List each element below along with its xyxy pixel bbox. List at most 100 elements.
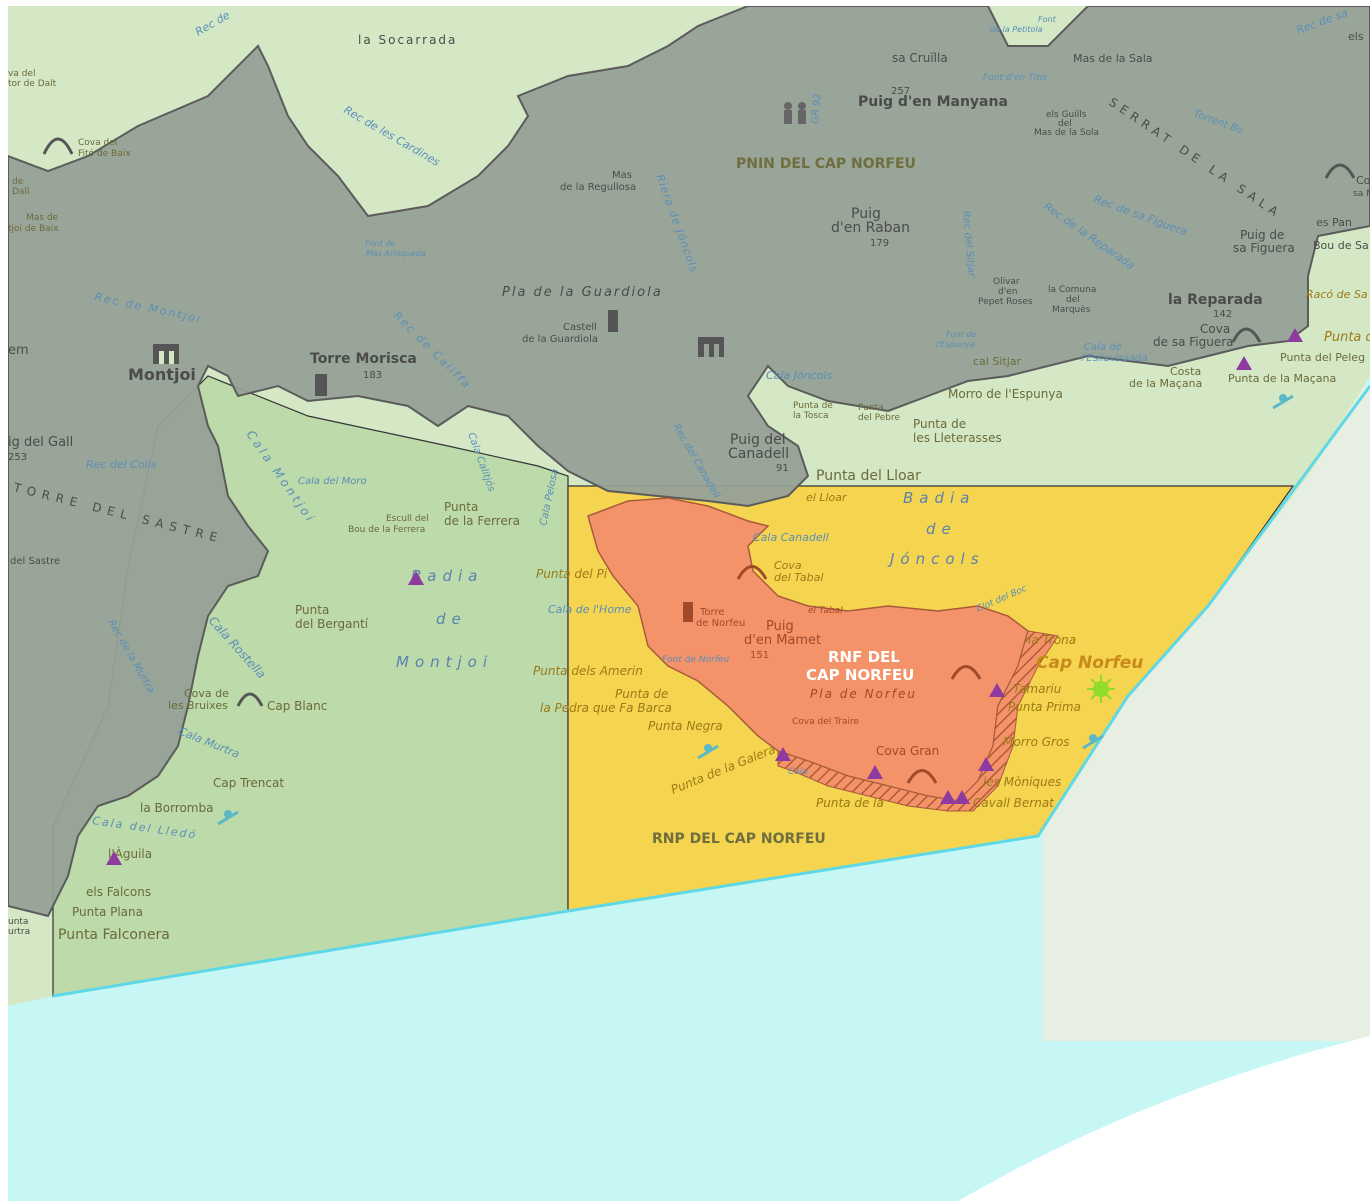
label-pla-norfeu: Pla de Norfeu <box>810 687 917 701</box>
label-font-espunya-1: Font de <box>946 330 976 339</box>
label-cova-figuera-1: Cova <box>1200 322 1230 336</box>
map-canvas[interactable]: PNIN DEL CAP NORFEU RNP DEL CAP NORFEU R… <box>8 6 1370 1201</box>
map-frame: PNIN DEL CAP NORFEU RNP DEL CAP NORFEU R… <box>8 6 1370 1201</box>
label-comuna-2: del <box>1066 295 1080 305</box>
label-mas-sala: Mas de la Sala <box>1073 52 1153 65</box>
label-la-reparada: la Reparada <box>1168 292 1263 308</box>
marker-icon[interactable] <box>1287 328 1303 342</box>
coast-boundary <box>52 385 1370 998</box>
land-lower-right <box>958 1036 1370 1201</box>
label-punta-c: Punta d <box>1324 330 1370 345</box>
marker-icon[interactable] <box>775 747 791 761</box>
label-olivar-1: Olivar <box>993 277 1020 287</box>
marker-icon[interactable] <box>954 790 970 804</box>
label-puig-raban-1: Puig <box>851 206 881 222</box>
marker-icon[interactable] <box>1236 356 1252 370</box>
label-morro-gros: Morro Gros <box>1003 735 1070 749</box>
label-puig-canadell-elev: 91 <box>776 463 789 474</box>
label-badia-montjoi-2: de <box>436 610 467 628</box>
label-laguila: l'Àguila <box>108 846 152 861</box>
cave-icon-fito <box>42 137 74 155</box>
label-cala-canadell: Cala Canadell <box>753 531 829 544</box>
label-puig-raban-2: d'en Raban <box>831 220 910 236</box>
marker-icon[interactable] <box>989 683 1005 697</box>
label-cala-c: Cala <box>788 767 808 777</box>
dive-icon-macana <box>1272 394 1294 410</box>
marker-icon[interactable] <box>978 757 994 771</box>
label-els-guills-3: Mas de la Sola <box>1034 128 1099 138</box>
label-cova-fito-1: Cova del <box>78 138 117 148</box>
label-cova-gran: Cova Gran <box>876 744 939 758</box>
label-punta-plana: Punta Plana <box>72 905 143 919</box>
label-cavall-bernat: Cavall Bernat <box>973 796 1055 810</box>
label-cap-trencat: Cap Trencat <box>213 776 284 790</box>
label-puig-figuera-1: Puig de <box>1240 228 1284 242</box>
label-la-borromba: la Borromba <box>140 801 213 815</box>
label-comuna-1: la Comuna <box>1048 285 1096 295</box>
label-punta-lloar: Punta del Lloar <box>816 468 921 484</box>
label-ig-gall-elev: 253 <box>8 452 27 463</box>
label-cova-tabal-1: Cova <box>774 559 802 572</box>
label-badia-montjoi-1: Badia <box>411 567 483 585</box>
label-unta-1: unta <box>8 917 28 927</box>
label-els: els <box>1348 30 1364 43</box>
label-el-lloar: el Lloar <box>806 491 848 504</box>
cave-icon-edge <box>1324 163 1356 179</box>
label-cova-fito-2: Fitó de Baix <box>78 148 131 159</box>
label-puig-canadell-2: Canadell <box>728 446 789 462</box>
label-olivar-2: d'en <box>998 287 1017 297</box>
label-montjoi: Montjoi <box>128 365 196 384</box>
label-cova-tabal-2: del Tabal <box>774 571 823 584</box>
label-castell-1: Castell <box>563 322 597 333</box>
label-monjues: les Mòniques <box>983 775 1061 789</box>
label-morro-espunya: Morro de l'Espunya <box>948 387 1063 401</box>
label-sa-cruilla: sa Cruïlla <box>892 51 948 65</box>
cave-icon-cova-gran <box>906 769 938 784</box>
label-puig-raban-elev: 179 <box>870 238 889 249</box>
label-va-del-1: va del <box>8 69 35 79</box>
label-mariu: Tamariu <box>1013 682 1062 696</box>
label-cap-norfeu: Cap Norfeu <box>1036 653 1143 673</box>
hikers-icon <box>784 102 806 124</box>
label-costa-macana-2: de la Maçana <box>1129 377 1202 390</box>
marker-icon[interactable] <box>408 571 424 585</box>
label-cala-joncols: Cala Jóncols <box>766 369 832 382</box>
label-mas-tjoi-2: tjoi de Baix <box>8 224 59 234</box>
label-els-falcons: els Falcons <box>86 885 151 899</box>
label-punta-ferrera-2: de la Ferrera <box>444 514 520 528</box>
marker-icon[interactable] <box>867 765 883 779</box>
label-castell-2: de la Guardiola <box>522 334 598 345</box>
label-escull-2: Bou de la Ferrera <box>348 525 425 535</box>
label-va-del-2: tor de Dalt <box>8 79 57 89</box>
label-punta-de: Punta de <box>615 687 668 701</box>
label-font-espunya-2: l'Espunya <box>936 340 975 349</box>
label-es-pan: es Pan <box>1316 216 1352 229</box>
label-ig-gall: ig del Gall <box>8 435 73 450</box>
label-font-petitola-1: Font <box>1038 15 1057 24</box>
label-route: GR 92 <box>810 93 824 124</box>
label-escull-1: Escull del <box>386 514 429 524</box>
park-pnin <box>8 6 1370 918</box>
label-punta-berganti-1: Punta <box>295 603 329 617</box>
label-punta-prima: Punta Prima <box>1008 700 1081 714</box>
label-de-dall-1: de <box>12 177 24 187</box>
label-torre-norfeu-1: Torre <box>699 607 725 618</box>
label-badia-joncols-3: Jóncols <box>887 550 985 568</box>
dive-icon-borromba <box>217 810 239 826</box>
tower-icon-castell <box>608 310 618 332</box>
label-cap-blanc: Cap Blanc <box>267 699 327 713</box>
label-punta-pi: Punta del Pi <box>536 567 608 581</box>
label-font-petitola-2: de la Petitola <box>990 25 1043 34</box>
castle-icon-montjoi <box>153 344 179 364</box>
label-cova-traire: Cova del Traire <box>792 717 859 727</box>
marker-icon[interactable] <box>106 851 122 865</box>
dive-icon-negra <box>697 744 719 760</box>
label-raco-sa: Racó de Sa <box>1306 288 1368 301</box>
marker-icon[interactable] <box>940 790 956 804</box>
label-del-sastre: del Sastre <box>10 556 60 567</box>
label-cova-bruixes-2: les Bruixes <box>168 699 228 712</box>
label-badia-joncols-1: Badia <box>903 489 975 507</box>
label-puig-mamet-1: Puig <box>766 619 794 634</box>
label-els-guills-1: els Guills <box>1046 110 1087 120</box>
label-sa-m: sa M <box>1353 189 1370 199</box>
